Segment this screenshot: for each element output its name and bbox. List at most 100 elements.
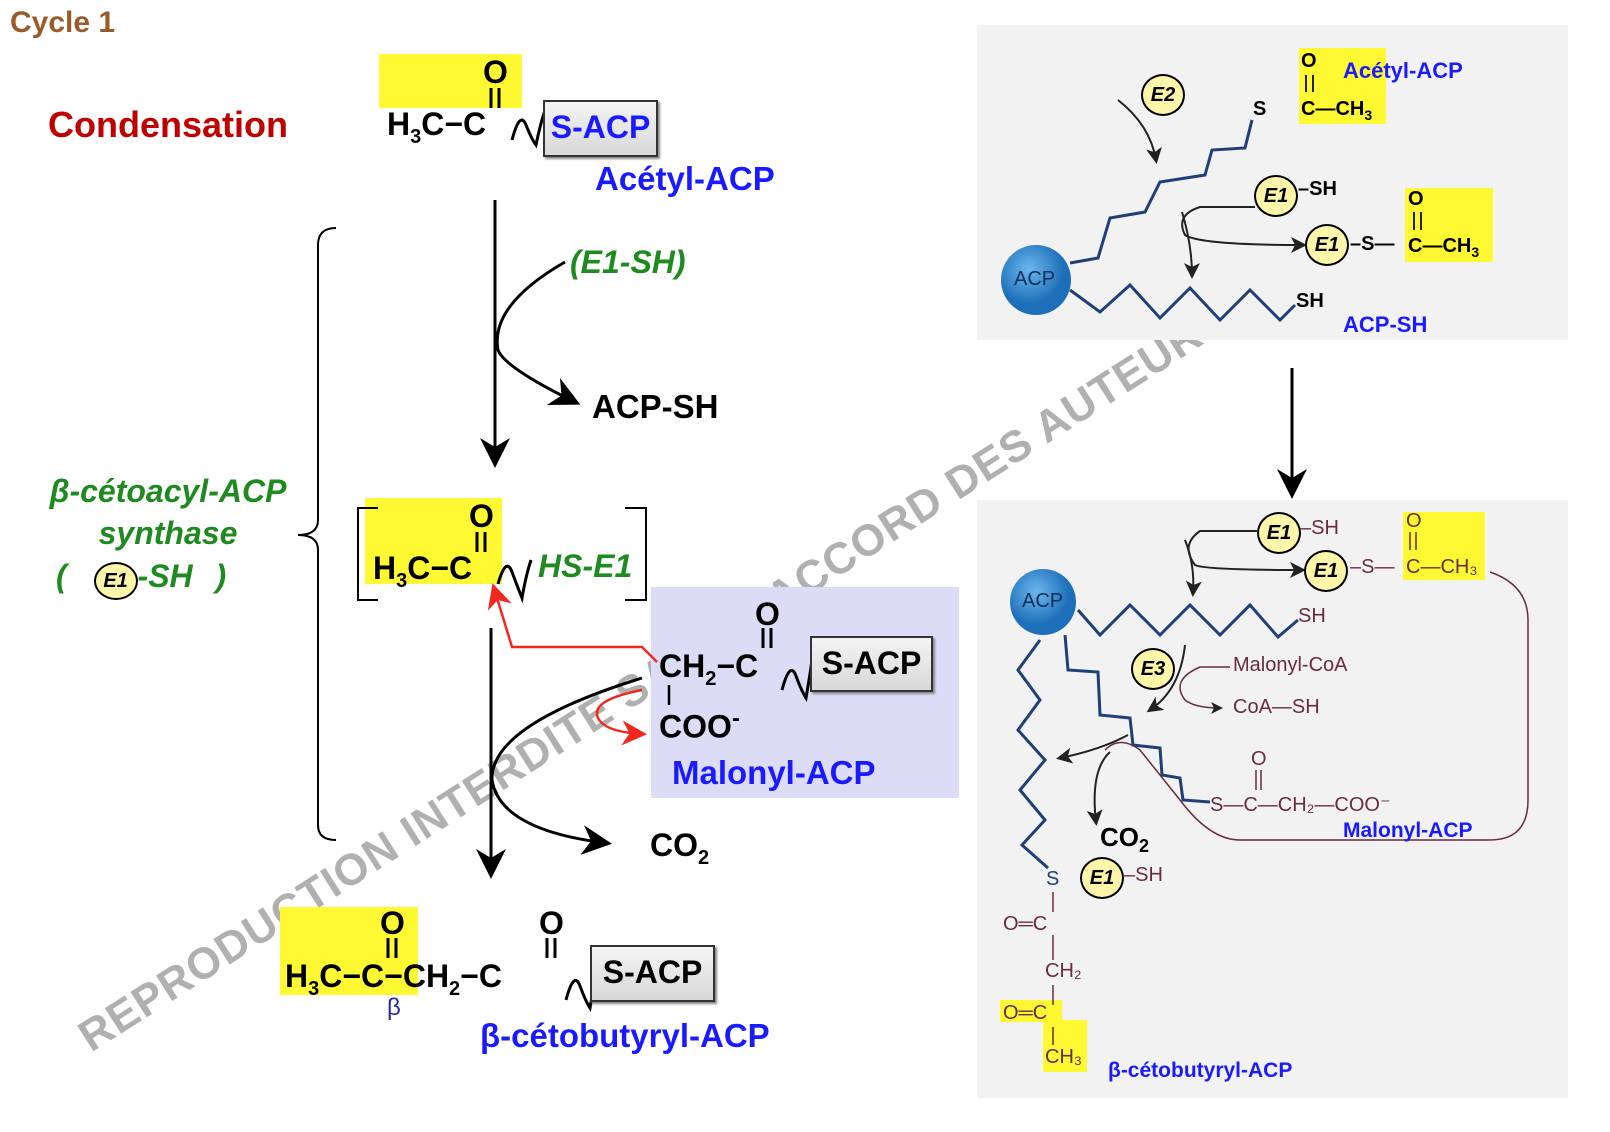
intermediate-highlight — [365, 498, 502, 584]
rb-malonyl-chain: S—C—CH₂—COO⁻ — [1210, 794, 1391, 816]
enzyme-bracket — [297, 227, 337, 841]
rb-malonyl-coa: Malonyl-CoA — [1233, 654, 1348, 676]
rt-o-b: O — [1408, 188, 1424, 210]
product-label: β-cétobutyryl-ACP — [480, 1017, 770, 1054]
hse1-label: HS-E1 — [538, 548, 633, 584]
malonyl-double-bond — [761, 628, 773, 648]
rb-malonyl-label: Malonyl-ACP — [1343, 819, 1473, 842]
rt-acpsh-label: ACP-SH — [1343, 312, 1428, 337]
rb-condense-arrow — [1056, 734, 1129, 764]
rt-sh: SH — [1296, 290, 1324, 312]
charge: - — [731, 705, 740, 732]
rb-co2-arrow — [1086, 751, 1111, 826]
enzyme-name: β-cétoacyl-ACP synthase — [38, 470, 298, 554]
f: C−C — [407, 550, 473, 586]
rt-down-arrow — [1181, 211, 1200, 279]
rt-o: O — [1301, 50, 1317, 72]
rt-double-bond-b — [1413, 212, 1422, 230]
acpsh-label: ACP-SH — [592, 388, 719, 425]
rb-e1-badge-a: E1 — [1257, 512, 1301, 554]
acetyl-wavy-bond — [510, 109, 547, 149]
f: H — [285, 958, 309, 994]
f: H — [387, 106, 411, 142]
rt-acp-sphere — [1001, 245, 1071, 315]
rb-malonyl-double-bond — [1255, 770, 1262, 790]
arrow-co2-curve — [490, 676, 643, 855]
f: CO — [650, 827, 698, 863]
product-double-bond-2 — [545, 938, 557, 958]
rb-pantetheine-chain — [1076, 602, 1299, 640]
red-arrow-decarbox — [595, 688, 647, 746]
acetyl-double-bond — [489, 88, 501, 108]
rb-o-b: O — [1406, 510, 1422, 532]
rb-coa-sh: CoA—SH — [1233, 696, 1320, 718]
malonyl-acp-label: Malonyl-ACP — [672, 754, 876, 791]
e1-badge: E1 — [93, 562, 138, 600]
malonyl-sacp-box: S-ACP — [810, 636, 933, 692]
rt-e1-badge-b: E1 — [1305, 224, 1349, 266]
rt-ch3-b: C—CH3 — [1408, 235, 1479, 260]
acetyl-sacp-box: S-ACP — [543, 100, 658, 157]
rt-s-b: –S— — [1350, 233, 1395, 255]
f: C−C — [421, 106, 487, 142]
step-title: Condensation — [48, 104, 288, 145]
rb-loop-line — [1104, 571, 1529, 841]
rb-oc1: O═C — [1003, 913, 1048, 935]
f: −C — [460, 958, 502, 994]
f-sub: 3 — [308, 978, 320, 1000]
f: CH — [659, 648, 706, 684]
enzyme-cofactor: ( E1-SH ) — [56, 558, 226, 600]
rb-e3-arrow — [1146, 644, 1186, 713]
rt-double-bond — [1305, 75, 1314, 92]
rb-co2: CO2 — [1100, 822, 1149, 857]
rb-acp-sphere — [1010, 569, 1076, 635]
rb-e1-badge-b: E1 — [1304, 550, 1348, 592]
co2-label: CO2 — [650, 827, 709, 870]
f: COO — [659, 708, 732, 745]
rt-e2-arrow — [1117, 99, 1162, 164]
intermediate-bracket-right — [625, 507, 647, 601]
cycle-title: Cycle 1 — [10, 6, 116, 39]
product-sacp-box: S-ACP — [590, 945, 715, 1002]
f: −CH — [384, 958, 450, 994]
rb-sh-c: –SH — [1124, 864, 1163, 886]
rt-acyl-chain — [1069, 119, 1254, 265]
rt-acp-label: ACP — [1014, 268, 1056, 290]
f: C—CH — [1408, 235, 1472, 257]
malonyl-formula: CH2−C — [659, 648, 758, 691]
intermediate-oxygen: O — [469, 498, 494, 534]
f: C−C — [319, 958, 385, 994]
paren-close: ) — [215, 558, 227, 594]
rb-sh: SH — [1298, 605, 1326, 627]
rt-acetyl-label: Acétyl-ACP — [1343, 58, 1463, 83]
rb-product-chain — [1016, 639, 1049, 870]
rb-product-highlight — [1000, 1000, 1062, 1022]
f: H — [373, 550, 397, 586]
rb-s: S — [1046, 868, 1060, 890]
rb-product-highlight-2 — [1043, 1020, 1087, 1072]
rt-pantetheine-chain — [1069, 282, 1297, 323]
rb-product-label: β-cétobutyryl-ACP — [1108, 1059, 1293, 1082]
intermediate-bracket-left — [357, 507, 378, 601]
f-sub: 2 — [705, 668, 717, 690]
rt-e1-badge-a: E1 — [1254, 175, 1298, 217]
intermediate-formula: H3C−C — [373, 550, 472, 593]
beta-label: β — [387, 994, 401, 1021]
rt-sh-a: –SH — [1298, 178, 1337, 200]
acetyl-formula: H3C−C — [387, 106, 486, 149]
rb-down-arrow — [1184, 539, 1202, 597]
product-oxygen-2: O — [539, 905, 564, 941]
malonyl-acp-box — [651, 587, 959, 798]
rb-acp-label: ACP — [1022, 590, 1064, 612]
rb-e1-badge-c: E1 — [1080, 857, 1124, 899]
product-double-bond-1 — [386, 938, 398, 958]
arrow-e1sh-curve — [495, 260, 581, 406]
product-oxygen-1: O — [380, 905, 405, 941]
f-sub: 3 — [1471, 244, 1480, 260]
f: CO — [1100, 822, 1139, 852]
rb-ch3: CH₃ — [1045, 1046, 1083, 1068]
rb-ch3-b: C—CH₃ — [1406, 556, 1478, 578]
f: C—CH — [1301, 98, 1365, 120]
acetyl-oxygen: O — [483, 54, 508, 90]
